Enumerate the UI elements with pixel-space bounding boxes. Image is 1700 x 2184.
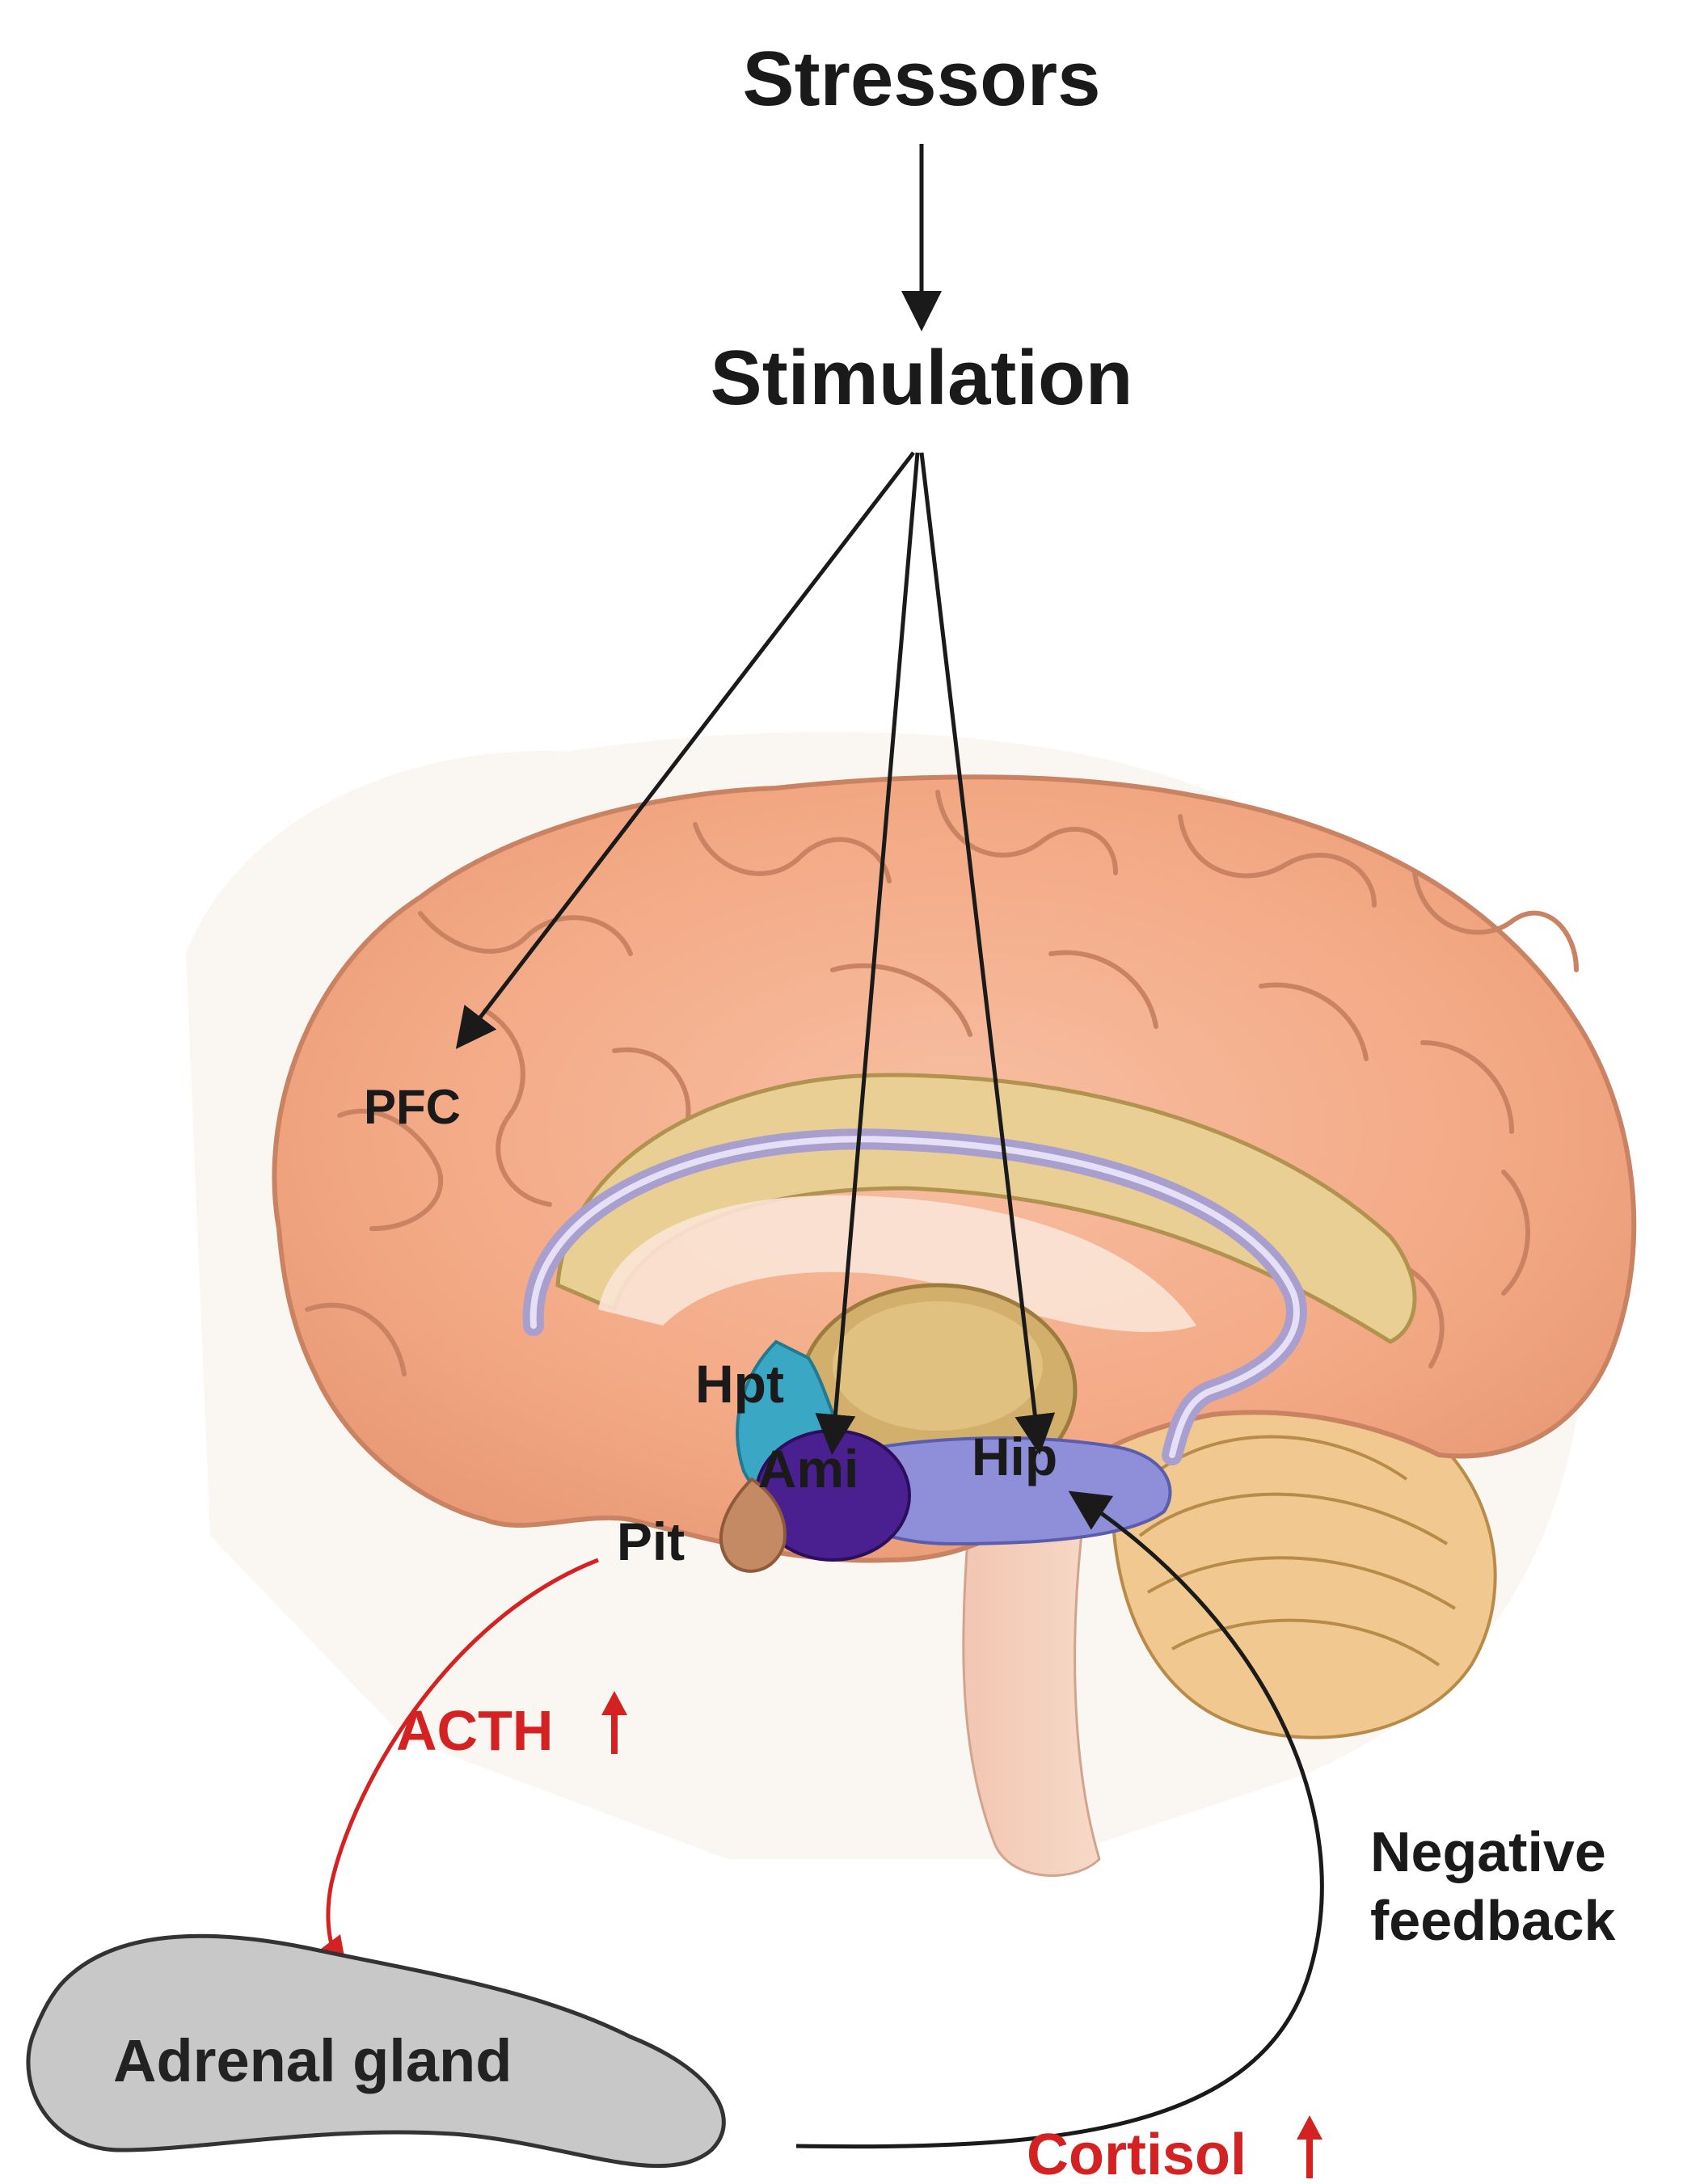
- amygdala-label: Ami: [758, 1439, 859, 1499]
- pfc-label: PFC: [364, 1080, 461, 1134]
- cortisol-label: Cortisol: [1027, 2123, 1247, 2184]
- stimulation-arrows: [455, 144, 1056, 1455]
- stimulation-title: Stimulation: [711, 335, 1133, 421]
- hypothalamus-label: Hpt: [695, 1354, 784, 1414]
- stimulation-to-pfc-arrow: [455, 451, 915, 1049]
- acth-arrow: [308, 1558, 599, 1980]
- adrenal-gland: [26, 1933, 726, 2169]
- brainstem: [962, 1502, 1101, 1877]
- acth-indicator: ACTH: [396, 1691, 627, 1762]
- pituitary-gland: [719, 1477, 787, 1573]
- hippocampus-label: Hip: [972, 1427, 1057, 1486]
- cortisol-up-arrow-icon: [1297, 2115, 1322, 2178]
- acth-label: ACTH: [396, 1699, 553, 1762]
- stressors-title: Stressors: [743, 36, 1101, 122]
- stimulation-to-hippocampus-arrow: [919, 452, 1056, 1455]
- negative-feedback-label-line2: feedback: [1370, 1889, 1616, 1952]
- lateral-ventricle-area: [598, 1195, 1196, 1332]
- brain-illustration: [186, 732, 1637, 1877]
- cortisol-indicator: Cortisol: [1027, 2115, 1322, 2184]
- stimulation-to-amygdala-arrow: [815, 452, 920, 1455]
- negative-feedback-arrow: [795, 1490, 1324, 2149]
- cortex-folds: [305, 790, 1579, 1377]
- negative-feedback-label-line1: Negative: [1370, 1820, 1606, 1883]
- adrenal-gland-label: Adrenal gland: [113, 2027, 512, 2094]
- pituitary-label: Pit: [617, 1512, 685, 1571]
- acth-up-arrow-icon: [601, 1691, 627, 1754]
